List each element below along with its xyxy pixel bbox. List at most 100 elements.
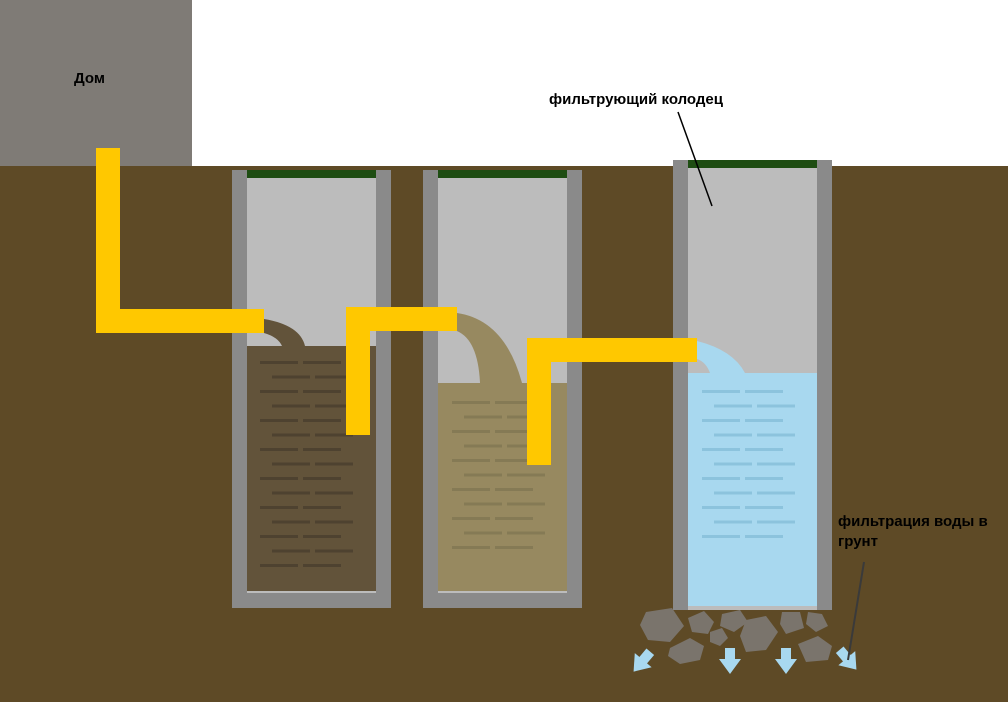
filtration-annotation: фильтрация воды в грунт [838,513,988,661]
texture-dash [315,491,353,495]
texture-dash [272,404,310,408]
septic-tank-1 [232,170,391,608]
texture-dash [272,491,310,495]
texture-dash [495,546,533,549]
texture-dash [452,430,490,433]
texture-dash [702,448,740,451]
pipe-house-vertical [96,148,120,333]
tank-1-sludge-texture [260,361,353,567]
texture-dash [315,433,353,437]
outflow-stream-2 [457,313,522,383]
texture-dash [315,404,353,408]
arrow-down-icon [775,648,797,674]
texture-dash [452,401,490,404]
texture-dash [507,502,545,506]
texture-dash [757,404,795,408]
texture-dash [495,401,533,404]
filter-well-water-texture [702,390,795,538]
texture-dash [452,517,490,520]
texture-dash [303,506,341,509]
stone [798,636,832,662]
stone [710,628,728,646]
pipe-house-horizontal [96,309,264,333]
stone [668,638,704,664]
texture-dash [507,444,545,448]
texture-dash [507,531,545,535]
gravel-bed [640,608,832,664]
filter-well-leader-line [677,111,713,207]
texture-dash [495,430,533,433]
tank-2-sludge-texture [452,401,545,549]
pipes [96,148,697,465]
texture-dash [507,415,545,419]
texture-dash [702,535,740,538]
filter-well-lid [688,160,817,168]
filter-well-label: фильтрующий колодец [549,91,724,108]
texture-dash [303,390,341,393]
texture-dash [272,520,310,524]
filtration-leader-line [847,561,865,661]
filter-well [673,160,832,610]
texture-dash [303,564,341,567]
texture-dash [495,517,533,520]
texture-dash [464,444,502,448]
texture-dash [714,491,752,495]
texture-dash [260,477,298,480]
texture-dash [260,564,298,567]
house: Дом [0,0,192,166]
house-block [0,0,192,166]
stone [688,611,714,634]
texture-dash [452,459,490,462]
arrow-down-icon [719,648,741,674]
stone [780,612,804,634]
texture-dash [303,361,341,364]
texture-dash [714,520,752,524]
tank-2-lid [438,170,567,178]
texture-dash [303,535,341,538]
house-label: Дом [74,70,105,87]
texture-dash [315,462,353,466]
filtration-label-line1: фильтрация воды в [838,513,988,530]
stone [720,610,748,632]
septic-tank-2 [423,170,582,608]
texture-dash [260,535,298,538]
texture-dash [702,477,740,480]
texture-dash [260,448,298,451]
texture-dash [272,433,310,437]
outflow-stream-3 [697,341,745,373]
texture-dash [303,477,341,480]
texture-dash [303,419,341,422]
pipe-2-3-horizontal [527,338,697,362]
pipe-1-2-horizontal [346,307,457,331]
texture-dash [272,462,310,466]
filtration-arrows [633,646,857,674]
texture-dash [495,488,533,491]
texture-dash [464,502,502,506]
texture-dash [745,535,783,538]
texture-dash [745,390,783,393]
texture-dash [315,520,353,524]
texture-dash [745,448,783,451]
texture-dash [745,506,783,509]
texture-dash [260,506,298,509]
texture-dash [452,546,490,549]
texture-dash [745,477,783,480]
texture-dash [464,473,502,477]
stone [640,608,684,642]
texture-dash [260,419,298,422]
stone [740,616,778,652]
tank-1-lid [247,170,376,178]
filtration-label-line2: грунт [838,533,878,550]
filter-well-water [688,373,817,606]
outflow-stream-1 [264,319,305,346]
texture-dash [260,361,298,364]
texture-dash [272,549,310,553]
texture-dash [714,404,752,408]
texture-dash [757,520,795,524]
texture-dash [260,390,298,393]
texture-dash [315,375,353,379]
texture-dash [702,506,740,509]
texture-dash [757,433,795,437]
